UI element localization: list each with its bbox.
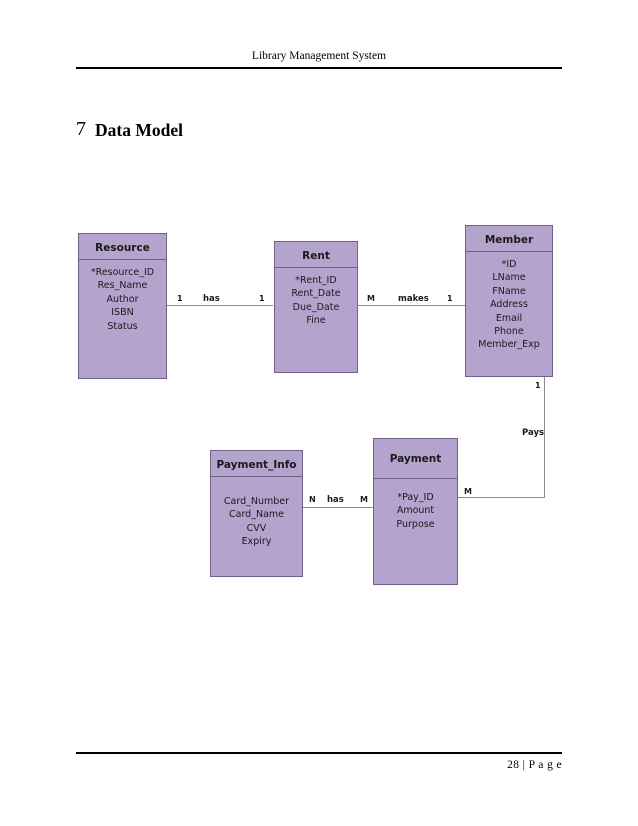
cardinality-payment-pays: M <box>464 487 472 496</box>
entity-rent-divider <box>275 267 357 268</box>
entity-member[interactable]: Member *ID LName FName Address Email Pho… <box>465 225 553 377</box>
connector-rent-member <box>358 305 465 306</box>
entity-resource-attributes: *Resource_ID Res_Name Author ISBN Status <box>79 260 166 333</box>
entity-member-attributes: *ID LName FName Address Email Phone Memb… <box>466 252 552 352</box>
attribute: ISBN <box>111 307 134 319</box>
attribute: *Rent_ID <box>295 275 337 286</box>
connector-member-payment-horizontal <box>458 497 545 498</box>
cardinality-member-makes: 1 <box>447 294 453 303</box>
cardinality-payment-has: M <box>360 495 368 504</box>
entity-payment-info-title: Payment_Info <box>216 459 297 471</box>
section-number: 7 <box>76 118 86 140</box>
attribute: Author <box>106 293 139 305</box>
page-header-title: Library Management System <box>251 50 387 62</box>
entity-rent-attributes: *Rent_ID Rent_Date Due_Date Fine <box>275 268 357 328</box>
cardinality-member-pays: 1 <box>535 381 541 390</box>
attribute: Res_Name <box>97 280 148 292</box>
entity-payment-divider <box>374 478 457 479</box>
connector-paymentinfo-payment <box>303 507 373 508</box>
attribute: Fine <box>306 315 326 327</box>
entity-member-divider <box>466 251 552 252</box>
connector-member-payment-vertical <box>544 377 545 497</box>
attribute: Card_Number <box>223 496 290 507</box>
footer-divider <box>76 752 562 754</box>
attribute: Card_Name <box>228 509 284 521</box>
attribute: Expiry <box>241 536 272 548</box>
attribute: Member_Exp <box>478 339 540 351</box>
attribute: LName <box>492 272 526 284</box>
entity-resource[interactable]: Resource *Resource_ID Res_Name Author IS… <box>78 233 167 379</box>
page-title: Data Model <box>95 120 183 140</box>
connector-resource-rent <box>167 305 273 306</box>
entity-payment-title: Payment <box>389 453 442 465</box>
cardinality-paymentinfo-has: N <box>309 495 316 504</box>
entity-member-title: Member <box>484 234 534 246</box>
attribute: Due_Date <box>292 301 340 313</box>
entity-payment-info-attributes: Card_Number Card_Name CVV Expiry <box>211 477 302 549</box>
entity-payment[interactable]: Payment *Pay_ID Amount Purpose <box>373 438 458 585</box>
attribute: Purpose <box>396 518 435 530</box>
attribute: *ID <box>501 259 517 270</box>
attribute: Rent_Date <box>291 288 341 300</box>
attribute: Amount <box>396 505 435 517</box>
attribute: Email <box>495 312 523 324</box>
attribute: *Pay_ID <box>397 492 434 503</box>
header-divider <box>76 67 562 69</box>
relationship-label-makes: makes <box>398 294 429 304</box>
attribute: Phone <box>494 326 524 338</box>
entity-rent-title: Rent <box>302 250 330 262</box>
attribute: *Resource_ID <box>90 267 155 278</box>
entity-payment-info-divider <box>211 476 302 477</box>
relationship-label-has-resource-rent: has <box>203 294 220 304</box>
entity-resource-divider <box>79 259 166 260</box>
cardinality-rent-has: 1 <box>259 294 265 303</box>
entity-payment-info[interactable]: Payment_Info Card_Number Card_Name CVV E… <box>210 450 303 577</box>
entity-payment-attributes: *Pay_ID Amount Purpose <box>374 479 457 531</box>
cardinality-resource-has: 1 <box>177 294 183 303</box>
attribute: Status <box>107 320 138 332</box>
relationship-label-pays: Pays <box>522 428 545 438</box>
attribute: FName <box>492 285 526 297</box>
entity-rent[interactable]: Rent *Rent_ID Rent_Date Due_Date Fine <box>274 241 358 373</box>
page-number: 28 | P a g e <box>507 759 562 771</box>
attribute: CVV <box>246 522 267 534</box>
entity-resource-title: Resource <box>95 242 150 254</box>
relationship-label-has-payment: has <box>327 495 344 505</box>
attribute: Address <box>490 299 528 311</box>
cardinality-rent-makes: M <box>367 294 375 303</box>
